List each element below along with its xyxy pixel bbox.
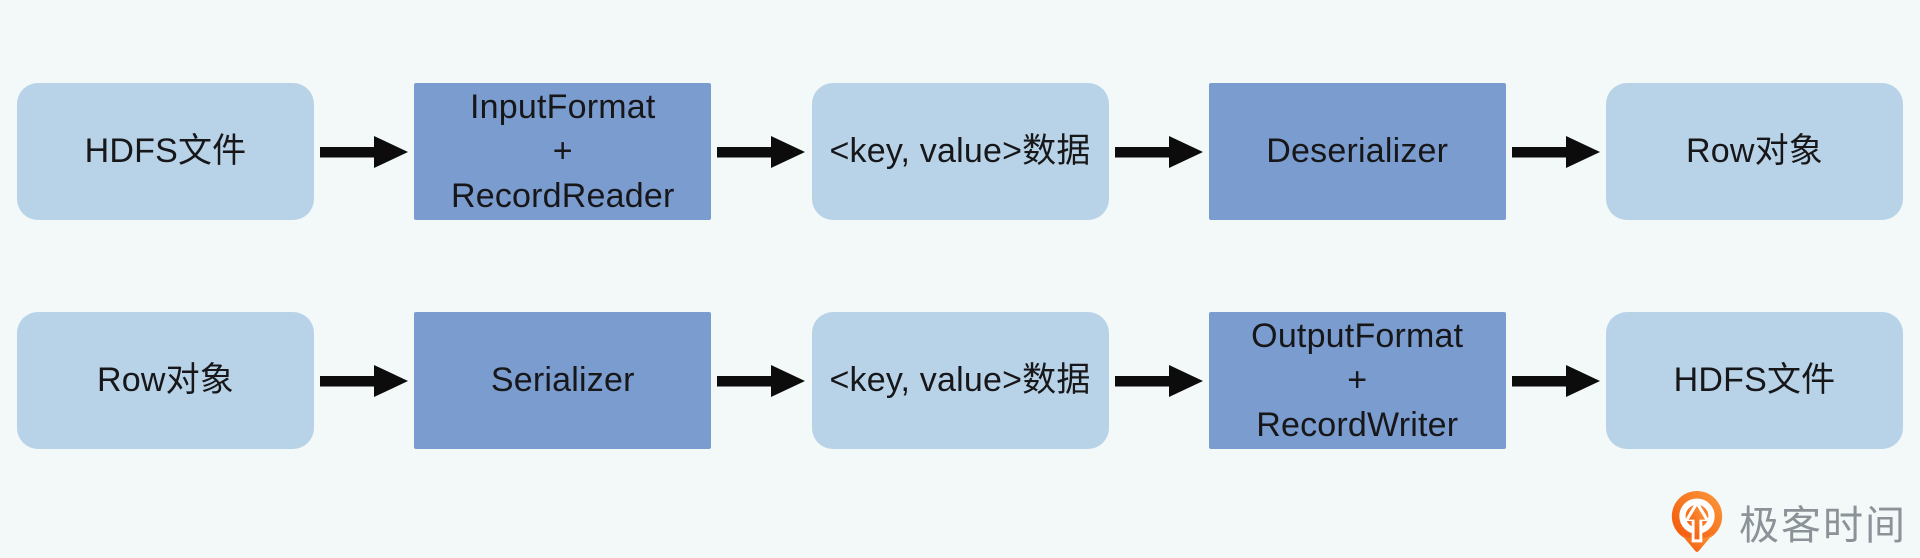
node-serializer: Serializer [414,312,712,449]
flow-arrow [1109,83,1209,220]
node-key-value-data-write: <key, value>数据 [811,312,1109,449]
right-arrow-icon [717,364,806,397]
geektime-logo-text: 极客时间 [1739,503,1907,548]
right-arrow-icon [1114,135,1203,168]
node-row-object-result: Row对象 [1606,83,1903,220]
flow-arrow [711,312,811,449]
node-deserializer: Deserializer [1208,83,1506,220]
write-path-row: Row对象 Serializer <key, value>数据 OutputFo… [0,312,1920,449]
node-inputformat-recordreader: InputFormat + RecordReader [414,83,712,220]
right-arrow-icon [1511,364,1600,397]
node-outputformat-recordwriter: OutputFormat + RecordWriter [1208,312,1506,449]
flow-arrow [1506,312,1606,449]
flow-arrow [314,83,414,220]
geektime-logo: 极客时间 [1666,490,1907,553]
node-row-object-source: Row对象 [17,312,314,449]
right-arrow-icon [320,135,409,168]
right-arrow-icon [717,135,806,168]
node-hdfs-file-source: HDFS文件 [17,83,314,220]
flow-arrow [314,312,414,449]
read-path-row: HDFS文件 InputFormat + RecordReader <key, … [0,83,1920,220]
node-key-value-data-read: <key, value>数据 [811,83,1109,220]
right-arrow-icon [1511,135,1600,168]
node-hdfs-file-target: HDFS文件 [1606,312,1903,449]
right-arrow-icon [320,364,409,397]
right-arrow-icon [1114,364,1203,397]
geektime-pin-arrow-icon [1671,490,1723,552]
flow-arrow [1109,312,1209,449]
flow-arrow [1506,83,1606,220]
flow-arrow [711,83,811,220]
